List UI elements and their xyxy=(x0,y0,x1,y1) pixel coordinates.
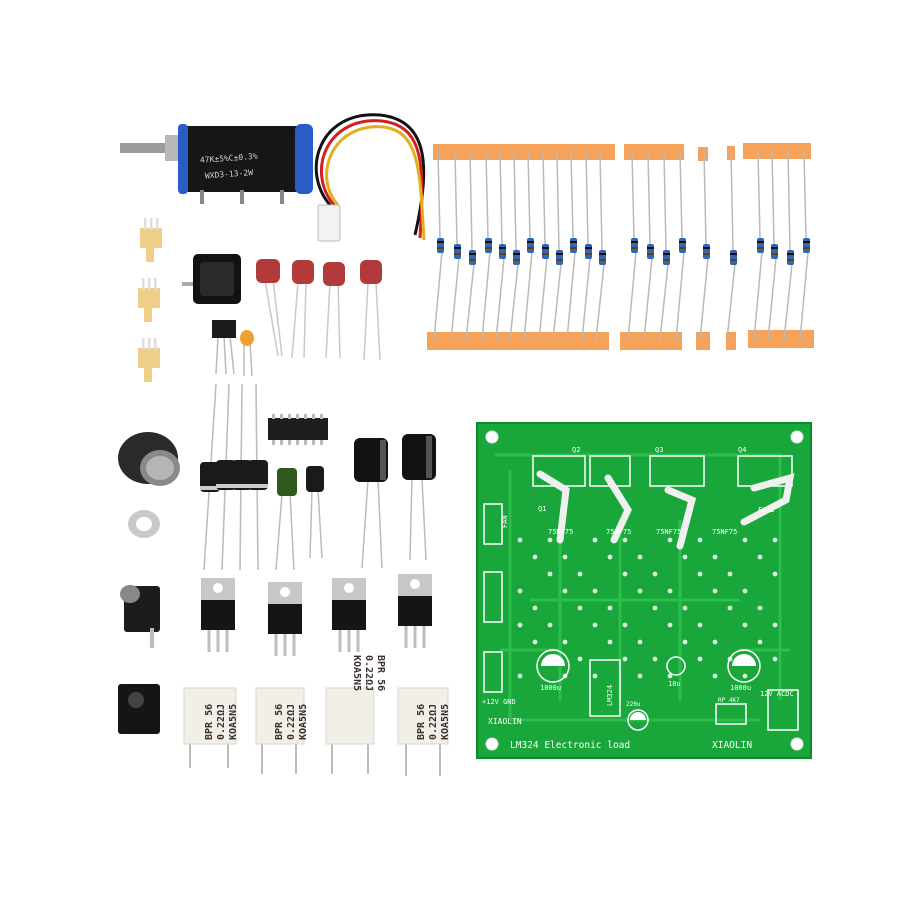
pcb-label-cap-1000u-left: 1000u xyxy=(540,684,561,692)
power-resistor-line3: KOA5N5 xyxy=(351,655,362,691)
resistor xyxy=(803,238,810,253)
resistor xyxy=(647,244,654,259)
pot-label-1: 47K±5%C±0.3% xyxy=(200,152,258,165)
ic-chip xyxy=(268,414,328,445)
resistor xyxy=(556,250,563,265)
pcb-label-ic: LM324 xyxy=(606,685,614,706)
resistor xyxy=(513,250,520,265)
control-knob xyxy=(118,432,180,486)
resistor xyxy=(485,238,492,253)
resistor xyxy=(631,238,638,253)
pcb-label-fan2: FAN2 xyxy=(758,506,775,514)
pin-headers xyxy=(138,218,162,382)
resistor xyxy=(527,238,534,253)
pcb-label-q4: Q4 xyxy=(738,446,746,454)
pcb-label-cap-10u: 10u xyxy=(668,680,681,688)
pcb-label-gnd: +12V GND xyxy=(482,698,516,706)
power-resistor-line2: 0.22ΩJ xyxy=(428,704,439,740)
resistor xyxy=(454,244,461,259)
pcb-label-q3: Q3 xyxy=(655,446,663,454)
multiturn-potentiometer: 47K±5%C±0.3% WXD3-13-2W xyxy=(120,124,313,204)
resistor xyxy=(679,238,686,253)
pcb-label-mosfet-1: 75NF75 xyxy=(548,528,573,536)
power-resistor: BPR 56 0.22ΩJ KOA5N5 xyxy=(255,687,309,774)
mosfets xyxy=(201,574,432,656)
resistor xyxy=(437,238,444,253)
pcb-label-rp: RP 4K7 xyxy=(718,697,740,704)
hex-nut xyxy=(128,510,160,538)
pot-label-2: WXD3-13-2W xyxy=(205,168,254,180)
pcb-board: Q2 Q3 Q4 Q1 75NF75 75NF75 75NF75 75NF75 … xyxy=(476,422,812,759)
pcb-label-power: 12V ACDC xyxy=(760,690,794,698)
pcb-label-cap-220u: 220u xyxy=(626,701,641,708)
power-resistor-line1: BPR 56 xyxy=(375,655,386,691)
resistor xyxy=(663,250,670,265)
power-resistor-line1: BPR 56 xyxy=(416,704,427,740)
film-capacitors xyxy=(264,279,381,361)
pcb-label-mosfet-3: 75NF75 xyxy=(656,528,681,536)
resistor xyxy=(757,238,764,253)
pcb-label-brand-left: XIAOLIN xyxy=(488,717,522,726)
rocker-switch xyxy=(182,254,241,304)
pcb-label-mosfet-4: 75NF75 xyxy=(712,528,737,536)
mosfet xyxy=(268,582,302,656)
power-resistor: BPR 56 0.22ΩJ KOA5N5 xyxy=(183,687,239,768)
mosfet xyxy=(332,578,366,652)
mosfet xyxy=(398,574,432,648)
electrolytic-capacitors xyxy=(275,434,436,571)
power-resistor: BPR 56 0.22ΩJ KOA5N5 xyxy=(325,655,386,774)
power-resistor-line3: KOA5N5 xyxy=(298,704,309,740)
to92-transistor xyxy=(212,320,236,375)
pot-wires xyxy=(314,113,426,241)
resistor xyxy=(599,250,606,265)
resistor xyxy=(730,250,737,265)
dc-power-jack xyxy=(118,684,160,734)
wire-connector xyxy=(317,204,341,242)
pcb-label-fan: FAN xyxy=(501,515,509,528)
power-resistor-line3: KOA5N5 xyxy=(228,704,239,740)
resistor xyxy=(499,244,506,259)
power-resistor-line3: KOA5N5 xyxy=(440,704,451,740)
power-resistor-line2: 0.22ΩJ xyxy=(286,704,297,740)
power-resistor: BPR 56 0.22ΩJ KOA5N5 xyxy=(397,687,451,776)
resistor xyxy=(542,244,549,259)
resistor xyxy=(469,250,476,265)
pcb-label-cap-1000u-right: 1000u xyxy=(730,684,751,692)
ceramic-capacitor xyxy=(240,330,254,377)
resistor xyxy=(771,244,778,259)
resistor xyxy=(585,244,592,259)
mosfet xyxy=(201,578,235,652)
power-resistor-line1: BPR 56 xyxy=(204,704,215,740)
film-capacitor-bodies xyxy=(256,259,382,286)
resistor xyxy=(570,238,577,253)
power-resistors: BPR 56 0.22ΩJ KOA5N5 BPR 56 0.22ΩJ KOA5N… xyxy=(183,655,451,776)
resistor xyxy=(787,250,794,265)
audio-jack xyxy=(120,585,160,648)
power-resistor-line2: 0.22ΩJ xyxy=(216,704,227,740)
pcb-brand: XIAOLIN xyxy=(712,740,752,751)
pcb-label-q2: Q2 xyxy=(572,446,580,454)
power-resistor-line1: BPR 56 xyxy=(274,704,285,740)
resistor-strips xyxy=(427,143,814,350)
diode-bodies xyxy=(200,460,268,492)
pcb-label-q1: Q1 xyxy=(538,505,546,513)
pcb-title: LM324 Electronic load xyxy=(510,740,630,751)
pcb-label-mosfet-2: 75NF75 xyxy=(606,528,631,536)
power-resistor-line2: 0.22ΩJ xyxy=(363,655,374,691)
resistor xyxy=(703,244,710,259)
